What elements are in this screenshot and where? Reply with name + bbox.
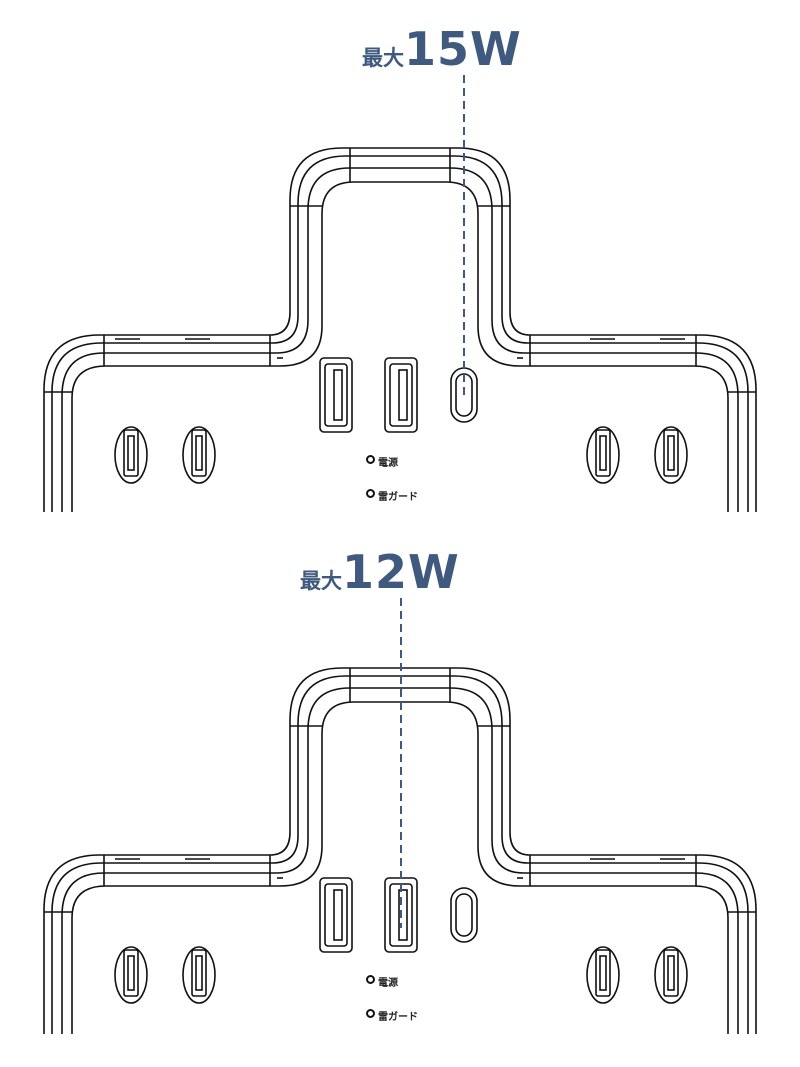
power-led-icon [366,975,375,984]
callout-value: 12W [342,545,460,599]
diagram-panel-top: 最大15W 電源 雷ガード [0,0,800,533]
ac-outlet-1 [114,426,148,484]
strip-body-lines [43,147,757,512]
ac-outlet-2 [182,946,216,1004]
usb-a-port-1 [319,877,353,953]
ac-outlet-4 [654,946,688,1004]
ac-outlet-1 [114,946,148,1004]
surge-guard-label: 雷ガード [378,1012,418,1023]
power-strip-outline [43,598,757,1034]
max-output-callout: 最大12W [300,545,460,599]
power-strip-outline [43,75,757,512]
usb-a-port-2 [384,357,418,433]
callout-prefix: 最大 [362,46,404,70]
ac-outlet-4 [654,426,688,484]
surge-guard-led-icon [366,489,375,498]
power-led-label: 電源 [378,978,398,989]
surge-guard-led-icon [366,1009,375,1018]
max-output-callout: 最大15W [362,22,522,76]
callout-value: 15W [404,22,522,76]
usb-c-port [450,887,478,943]
ac-outlet-2 [182,426,216,484]
power-led-icon [366,455,375,464]
diagram-panel-bottom: 最大12W 電源 雷ガード [0,520,800,1053]
usb-a-port-1 [319,357,353,433]
callout-prefix: 最大 [300,569,342,593]
surge-guard-label: 雷ガード [378,492,418,503]
ac-outlet-3 [586,426,620,484]
ac-outlet-3 [586,946,620,1004]
power-led-label: 電源 [378,458,398,469]
